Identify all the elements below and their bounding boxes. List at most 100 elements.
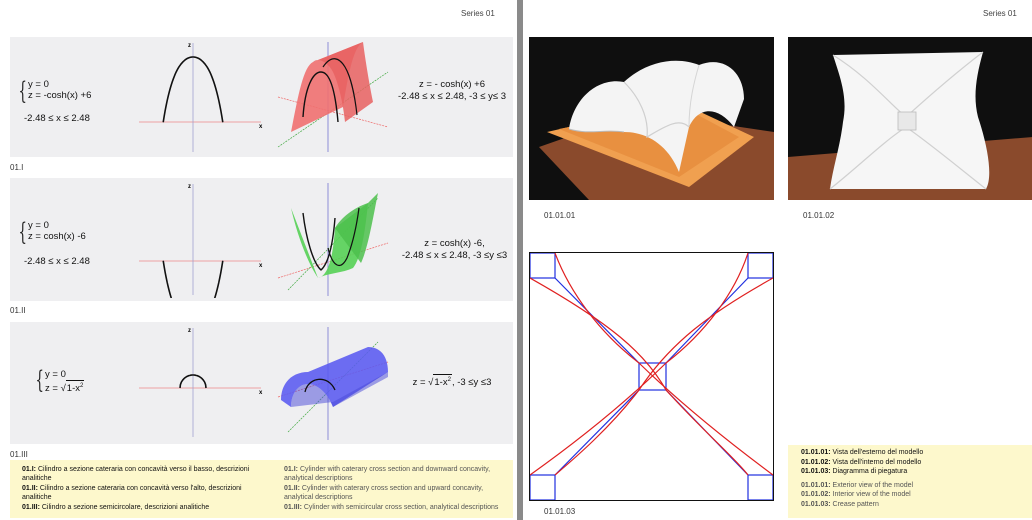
caption-text: Cilindro a sezione semicircolare, descri… bbox=[39, 504, 210, 511]
caption-row: 01.II: Cilindro a sezione cateraria con … bbox=[22, 484, 272, 502]
system-line-2: z = √1-x2 bbox=[45, 380, 85, 395]
caption-row: 01.01.02: Vista dell'interno del modello bbox=[801, 458, 1032, 468]
photo-label-2: 01.01.02 bbox=[803, 211, 835, 220]
surface-plot-3 bbox=[277, 327, 389, 440]
surface-eq-prefix: z = bbox=[412, 377, 426, 389]
eq-prefix: z = bbox=[45, 383, 58, 395]
exterior-model-illustration bbox=[529, 37, 774, 200]
brace-symbol: { bbox=[18, 218, 27, 246]
caption-row: 01.01.01: Vista dell'esterno del modello bbox=[801, 448, 1032, 458]
row-label-3: 01.III bbox=[10, 450, 28, 459]
caption-id: 01.I: bbox=[22, 466, 37, 473]
z-axis-label: z bbox=[188, 184, 191, 190]
surface-plot-2 bbox=[277, 183, 389, 296]
cross-section-plot-3: z x bbox=[139, 328, 263, 437]
radicand-text: 1-x bbox=[434, 377, 448, 389]
surface-range-line: -2.48 ≤ x ≤ 2.48, -3 ≤ y≤ 3 bbox=[398, 91, 506, 102]
crease-pattern-diagram bbox=[529, 252, 774, 501]
system-line-1: y = 0 bbox=[45, 369, 66, 380]
caption-box-left: 01.I: Cilindro a sezione cateraria con c… bbox=[10, 460, 513, 518]
z-axis-label: z bbox=[188, 328, 191, 334]
caption-id: 01.III: bbox=[284, 504, 302, 511]
formula-panel-2: { y = 0 z = cosh(x) -6 -2.48 ≤ x ≤ 2.48 … bbox=[10, 178, 513, 301]
caption-id: 01.II: bbox=[22, 485, 38, 492]
caption-text: Interior view of the model bbox=[830, 491, 911, 498]
caption-id: 01.01.02: bbox=[801, 491, 831, 498]
caption-text: Crease pattern bbox=[830, 500, 879, 508]
caption-text: Diagramma di piegatura bbox=[830, 468, 908, 475]
left-page: Series 01 { y = 0 z = -cosh(x) +6 -2.48 … bbox=[10, 9, 513, 518]
caption-text: Exterior view of the model bbox=[830, 481, 914, 489]
caption-row: 01.I: Cilindro a sezione cateraria con c… bbox=[22, 465, 272, 483]
z-axis-label: z bbox=[188, 43, 191, 49]
page-divider bbox=[517, 0, 523, 520]
caption-id: 01.01.03: bbox=[801, 468, 831, 475]
photo-label-1: 01.01.01 bbox=[544, 211, 576, 220]
formula-panel-1: { y = 0 z = -cosh(x) +6 -2.48 ≤ x ≤ 2.48… bbox=[10, 37, 513, 157]
surface-equation-2: z = cosh(x) -6, -2.48 ≤ x ≤ 2.48, -3 ≤y … bbox=[392, 238, 517, 262]
surface-plot-1 bbox=[277, 42, 389, 152]
row-label-1: 01.I bbox=[10, 163, 24, 172]
captions-english: 01.01.01: Exterior view of the model 01.… bbox=[801, 481, 1032, 510]
x-axis-label: x bbox=[259, 263, 263, 269]
caption-text: Vista dell'esterno del modello bbox=[830, 449, 924, 456]
caption-box-right: 01.01.01: Vista dell'esterno del modello… bbox=[788, 445, 1032, 518]
caption-id: 01.01.03: bbox=[801, 500, 831, 508]
crease-label: 01.01.03 bbox=[544, 507, 576, 516]
x-axis-label: x bbox=[259, 124, 263, 130]
caption-row: 01.III: Cylinder with semicircular cross… bbox=[284, 503, 508, 512]
surface-eq-line: z = - cosh(x) +6 bbox=[419, 79, 485, 90]
exterior-model-photo bbox=[529, 37, 774, 200]
surface-range-line: , -3 ≤y ≤3 bbox=[451, 377, 492, 389]
caption-row: 01.01.03: Diagramma di piegatura bbox=[801, 467, 1032, 477]
surface-eq-line: z = cosh(x) -6, bbox=[424, 238, 485, 249]
system-equation-2: y = 0 z = cosh(x) -6 bbox=[28, 220, 86, 242]
surface-equation-3: z = √1-x2, -3 ≤y ≤3 bbox=[392, 374, 512, 389]
caption-id: 01.01.01: bbox=[801, 481, 831, 489]
cross-section-plot-2: z x bbox=[139, 184, 263, 298]
series-label-right: Series 01 bbox=[983, 9, 1017, 18]
caption-text: Cilindro a sezione cateraria con concavi… bbox=[22, 466, 250, 482]
interior-model-illustration bbox=[788, 37, 1032, 200]
system-line-1: y = 0 bbox=[28, 79, 49, 90]
row-label-2: 01.II bbox=[10, 306, 26, 315]
system-equation-1: y = 0 z = -cosh(x) +6 bbox=[28, 79, 91, 101]
brace-symbol: { bbox=[18, 77, 27, 105]
brace-symbol: { bbox=[35, 366, 44, 394]
radicand-text: 1-x bbox=[66, 383, 80, 395]
caption-text: Cylinder with caterary cross section and… bbox=[284, 466, 491, 482]
formula-panel-3: { y = 0 z = √1-x2 z x z = √1-x2, -3 ≤y ≤… bbox=[10, 322, 513, 444]
captions-english: 01.I: Cylinder with caterary cross secti… bbox=[284, 465, 508, 513]
caption-text: Vista dell'interno del modello bbox=[830, 458, 922, 466]
captions-italian: 01.01.01: Vista dell'esterno del modello… bbox=[801, 448, 1032, 477]
crease-pattern-svg bbox=[529, 252, 774, 501]
system-line-2: z = -cosh(x) +6 bbox=[28, 90, 92, 101]
domain-range-1: -2.48 ≤ x ≤ 2.48 bbox=[24, 113, 90, 124]
system-equation-3: y = 0 z = √1-x2 bbox=[45, 369, 85, 395]
system-line-1: y = 0 bbox=[28, 220, 49, 231]
sqrt-radicand: 1-x2 bbox=[65, 380, 85, 395]
x-axis-label: x bbox=[259, 390, 263, 396]
caption-id: 01.01.02: bbox=[801, 458, 831, 466]
caption-row: 01.01.03: Crease pattern bbox=[801, 500, 1032, 510]
domain-range-2: -2.48 ≤ x ≤ 2.48 bbox=[24, 256, 90, 267]
system-line-2: z = cosh(x) -6 bbox=[28, 231, 86, 242]
interior-model-photo bbox=[788, 37, 1032, 200]
caption-id: 01.II: bbox=[284, 485, 300, 492]
caption-row: 01.01.02: Interior view of the model bbox=[801, 490, 1032, 500]
caption-id: 01.01.01: bbox=[801, 449, 831, 456]
surface-range-line: -2.48 ≤ x ≤ 2.48, -3 ≤y ≤3 bbox=[401, 250, 508, 261]
sqrt-radicand: 1-x2 bbox=[433, 374, 452, 388]
caption-row: 01.I: Cylinder with caterary cross secti… bbox=[284, 465, 508, 483]
caption-id: 01.III: bbox=[22, 504, 40, 511]
caption-row: 01.01.01: Exterior view of the model bbox=[801, 481, 1032, 491]
surface-equation-1: z = - cosh(x) +6 -2.48 ≤ x ≤ 2.48, -3 ≤ … bbox=[392, 79, 512, 103]
series-label-left: Series 01 bbox=[461, 9, 495, 18]
cross-section-plot-1: z x bbox=[139, 43, 263, 152]
caption-row: 01.II: Cylinder with caterary cross sect… bbox=[284, 484, 508, 502]
right-page: Series 01 01.01.01 01.01.02 bbox=[523, 0, 1032, 520]
caption-text: Cilindro a sezione cateraria con concavi… bbox=[22, 485, 242, 501]
caption-row: 01.III: Cilindro a sezione semicircolare… bbox=[22, 503, 272, 512]
captions-italian: 01.I: Cilindro a sezione cateraria con c… bbox=[22, 465, 272, 513]
caption-text: Cylinder with caterary cross section and… bbox=[284, 485, 484, 501]
